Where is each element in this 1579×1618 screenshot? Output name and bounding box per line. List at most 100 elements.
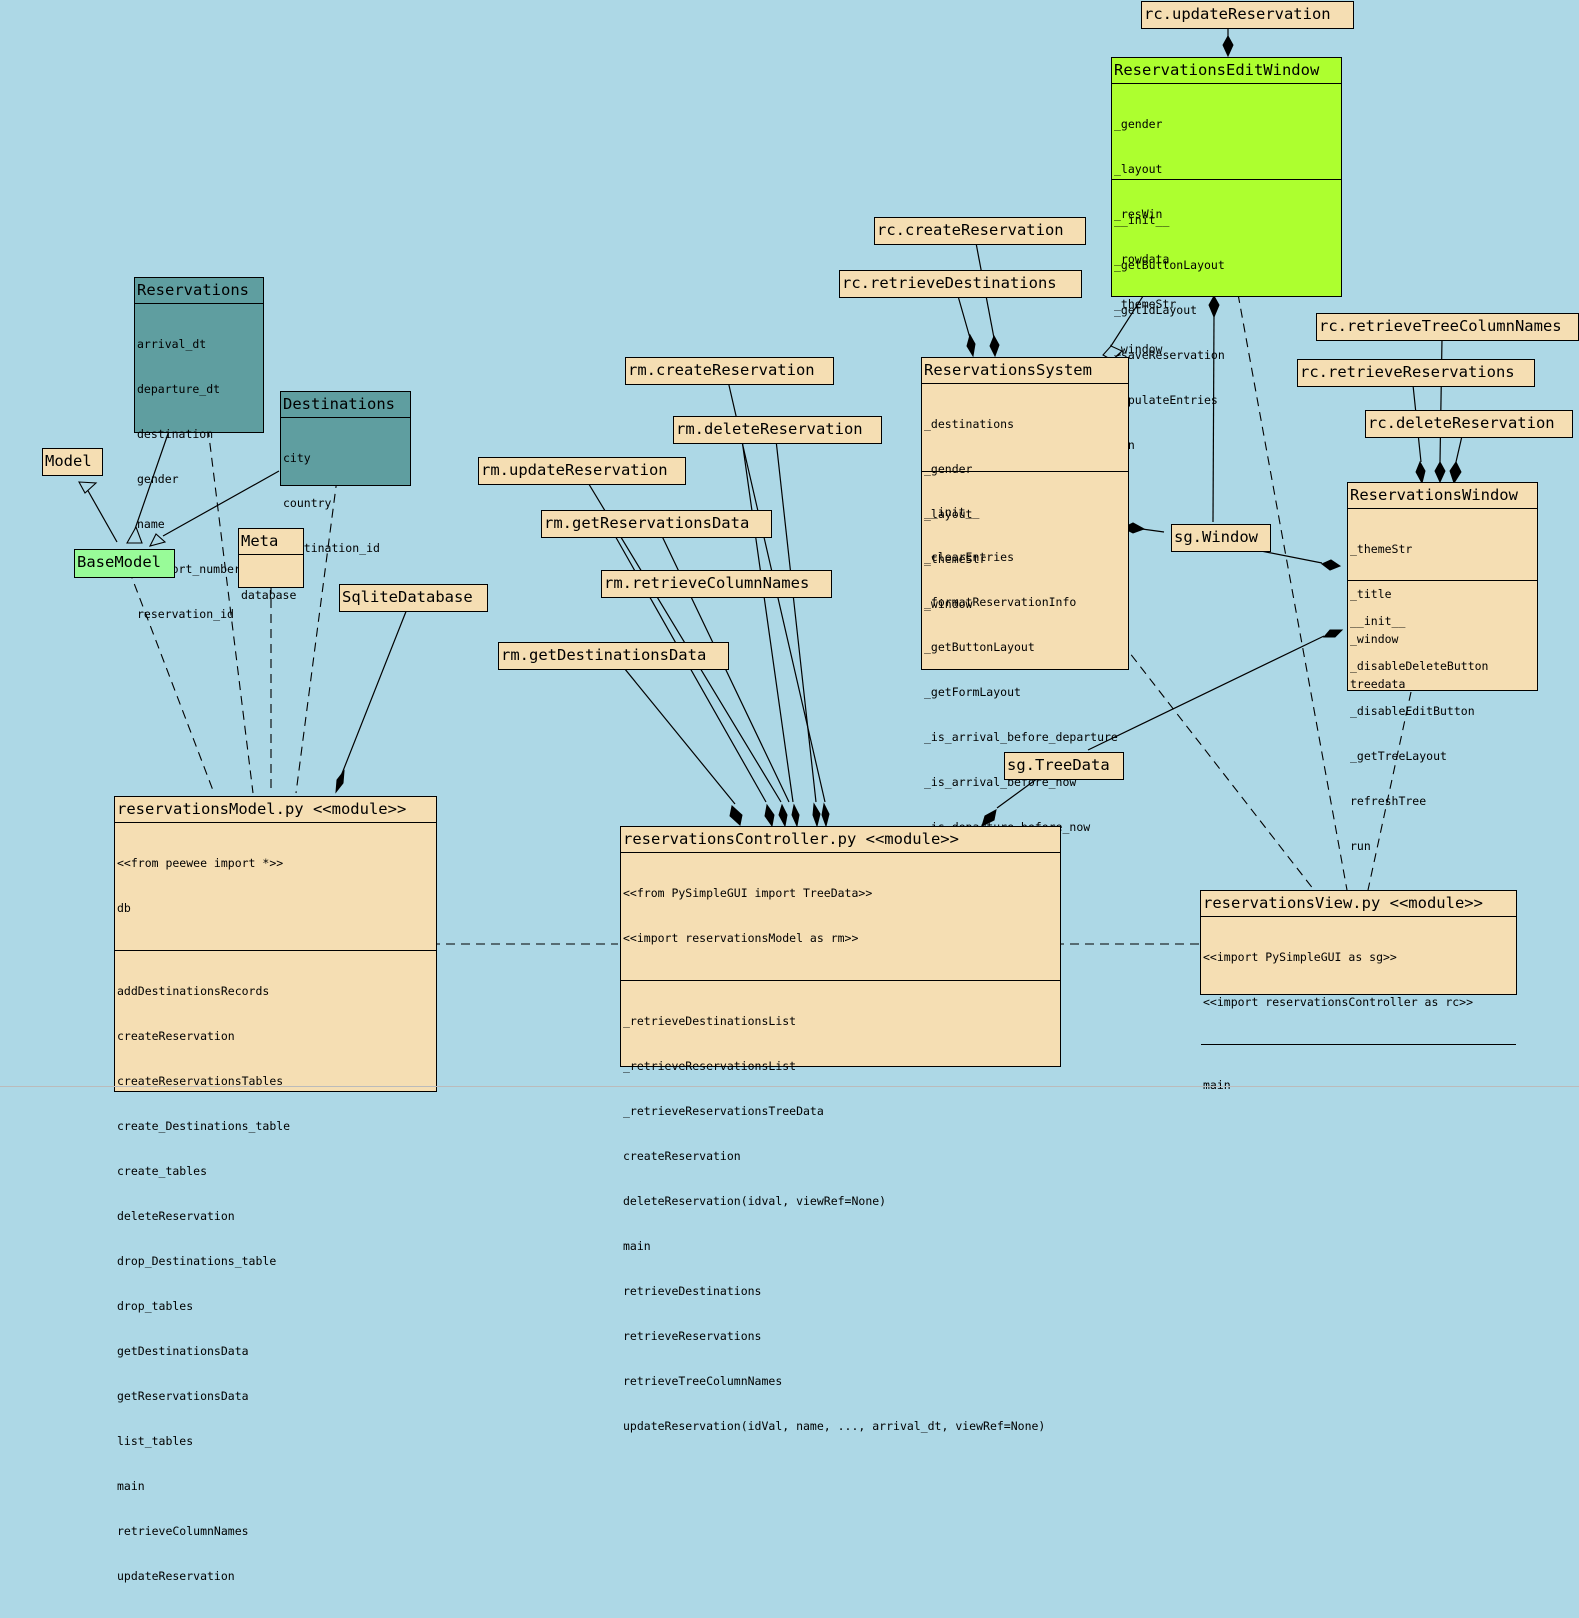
node-rc-retrieveDestinations: rc.retrieveDestinations	[839, 270, 1082, 298]
method: _is_arrival_before_departure	[924, 730, 1118, 744]
class-title: BaseModel	[77, 553, 161, 571]
module-functions: main	[1201, 1044, 1516, 1127]
function: retrieveTreeColumnNames	[623, 1374, 783, 1388]
function: retrieveReservations	[623, 1329, 762, 1343]
edge-rc-delete-to-window	[1455, 435, 1463, 463]
function: create_tables	[117, 1164, 208, 1178]
class-reservations-system: ReservationsSystem _destinations _gender…	[921, 357, 1129, 1014]
function: getDestinationsData	[117, 1344, 249, 1358]
method: __init__	[1114, 213, 1170, 227]
diamond-controller-1	[729, 805, 743, 826]
edge-sgwindow-to-edit-window	[1212, 314, 1215, 523]
attribute: _window	[924, 597, 973, 611]
function: deleteReservation	[117, 1209, 235, 1223]
class-attributes: city country destination_id	[281, 417, 410, 590]
node-rc-retrieveTreeColumnNames: rc.retrieveTreeColumnNames	[1316, 313, 1579, 341]
attribute: _gender	[1114, 117, 1163, 131]
edge-edit-window-to-system	[1110, 292, 1146, 347]
node-rc-createReservation: rc.createReservation	[874, 217, 1086, 245]
method: _disableEditButton	[1350, 704, 1475, 718]
method: _formatReservationInfo	[924, 595, 1077, 609]
dep-system-to-view	[1121, 642, 1315, 891]
attribute: reservation_id	[137, 607, 234, 621]
attribute: _window	[1350, 632, 1399, 646]
edge-treedata-to-window	[1087, 635, 1325, 751]
attribute: _resWin	[1114, 207, 1163, 221]
module-attributes: <<from PySimpleGUI import TreeData>> <<i…	[621, 852, 1060, 980]
attribute: _themeStr	[1114, 297, 1177, 311]
function: drop_Destinations_table	[117, 1254, 277, 1268]
module-title: reservationsView.py <<module>>	[1203, 894, 1483, 912]
dep-basemodel-to-model-module	[128, 569, 215, 794]
function: createReservation	[117, 1029, 235, 1043]
attribute: _window	[1114, 342, 1163, 356]
module-attributes: <<from peewee import *>> db	[115, 822, 436, 950]
edge-sgwindow-to-system	[1141, 528, 1165, 533]
diamond-controller-treedata	[981, 809, 997, 827]
node-rm-deleteReservation: rm.deleteReservation	[673, 416, 882, 444]
attribute: departure_dt	[137, 382, 221, 396]
function: updateReservation	[117, 1569, 235, 1583]
dep-reservations-to-model-module	[207, 427, 254, 794]
dep-destinations-to-model-module	[295, 478, 338, 794]
window-bottom-edge	[0, 1086, 1579, 1087]
function: addDestinationsRecords	[117, 984, 270, 998]
class-methods: __init__ _disableDeleteButton _disableEd…	[1348, 580, 1537, 888]
node-title: rc.retrieveReservations	[1300, 363, 1515, 381]
node-title: rc.createReservation	[877, 221, 1064, 239]
attribute: treedata	[1350, 677, 1406, 691]
module-functions: addDestinationsRecords createReservation…	[115, 950, 436, 1618]
module-title: reservationsModel.py <<module>>	[117, 800, 407, 818]
node-title: rm.getDestinationsData	[501, 646, 707, 664]
function: _retrieveReservationsTreeData	[623, 1104, 824, 1118]
class-title: Reservations	[137, 281, 249, 299]
node-rm-updateReservation: rm.updateReservation	[478, 457, 686, 485]
class-title: Destinations	[283, 395, 395, 413]
attribute: _rowdata	[1114, 252, 1170, 266]
module-attributes: <<import PySimpleGUI as sg>> <<import re…	[1201, 916, 1516, 1044]
class-meta: Meta database	[238, 528, 304, 602]
node-rm-getDestinationsData: rm.getDestinationsData	[498, 642, 729, 670]
attribute: <<from PySimpleGUI import TreeData>>	[623, 886, 873, 900]
edge-reservations-to-basemodel	[134, 427, 171, 530]
node-title: rm.updateReservation	[481, 461, 668, 479]
function: main	[623, 1239, 651, 1253]
attribute: db	[117, 901, 131, 915]
class-reservations-edit-window: ReservationsEditWindow _gender _layout _…	[1111, 57, 1342, 452]
function: list_tables	[117, 1434, 194, 1448]
diamond-model-sqlite	[335, 769, 345, 794]
node-title: rc.deleteReservation	[1368, 414, 1555, 432]
attribute: destination_id	[283, 541, 380, 555]
function: retrieveColumnNames	[117, 1524, 249, 1538]
class-sqlitedatabase: SqliteDatabase	[339, 584, 488, 612]
diamond-window-top-2	[1434, 460, 1446, 484]
attribute: _themeStr	[924, 552, 987, 566]
node-title: rm.retrieveColumnNames	[604, 574, 810, 592]
attribute: _themeStr	[1350, 542, 1413, 556]
class-title: SqliteDatabase	[342, 588, 473, 606]
diamond-controller-6	[821, 802, 830, 828]
node-rm-getReservationsData: rm.getReservationsData	[541, 510, 772, 538]
module-reservations-model: reservationsModel.py <<module>> <<from p…	[114, 796, 437, 1583]
edge-sgwindow-to-window	[1260, 550, 1323, 564]
node-rm-retrieveColumnNames: rm.retrieveColumnNames	[601, 570, 832, 598]
diamond-edit-window-bottom	[1208, 294, 1220, 319]
class-destinations: Destinations city country destination_id	[280, 391, 411, 555]
attribute: gender	[137, 472, 179, 486]
method: __init__	[924, 505, 980, 519]
function: _retrieveDestinationsList	[623, 1014, 797, 1028]
diamond-controller-3	[778, 803, 788, 828]
method: run	[1114, 438, 1339, 453]
attribute: destination	[137, 427, 214, 441]
method: _getButtonLayout	[1114, 258, 1225, 272]
class-reservations-window: ReservationsWindow _themeStr _title _win…	[1347, 482, 1538, 853]
node-rm-createReservation: rm.createReservation	[625, 357, 834, 385]
dep-window-to-view	[1367, 691, 1412, 891]
class-title: ReservationsWindow	[1350, 486, 1518, 504]
attribute: <<import reservationsModel as rm>>	[623, 931, 859, 945]
class-attributes: _gender _layout _resWin _rowdata _themeS…	[1112, 83, 1341, 356]
class-title: Meta	[241, 532, 279, 550]
edge-sqlite-to-model	[340, 608, 408, 777]
function: create_Destinations_table	[117, 1119, 291, 1133]
class-reservations: Reservations arrival_dt departure_dt des…	[134, 277, 264, 621]
